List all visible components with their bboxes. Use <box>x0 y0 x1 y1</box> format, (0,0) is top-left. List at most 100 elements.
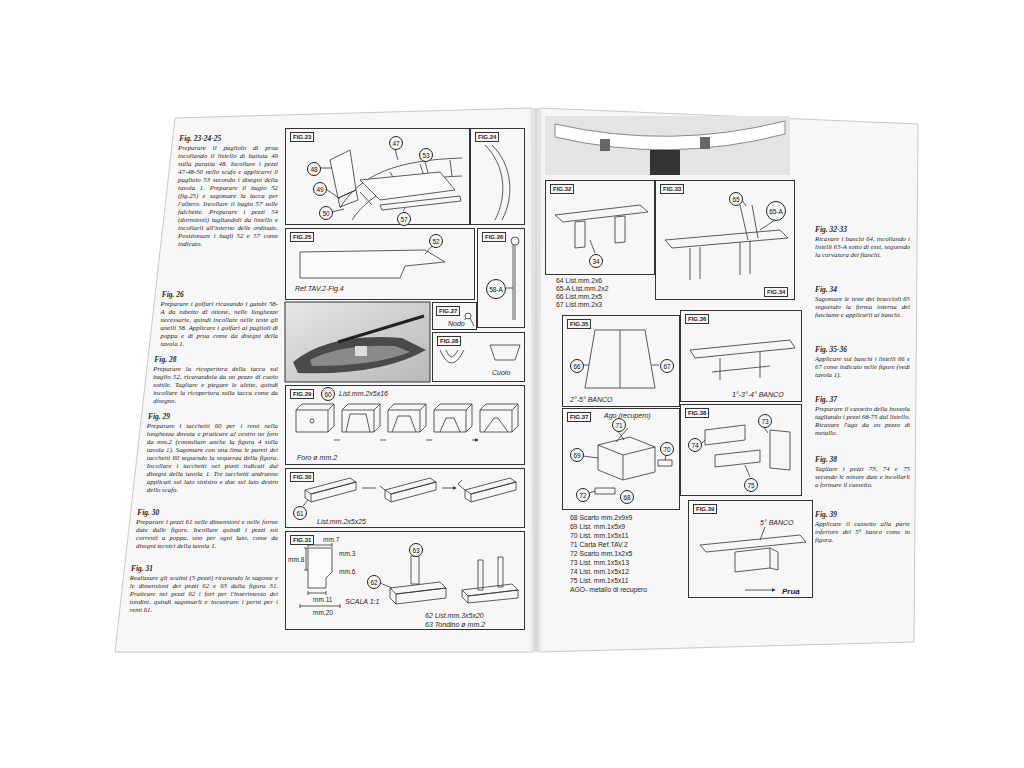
part-sketches <box>665 230 788 248</box>
section-heading: Fig. 28 <box>154 355 176 364</box>
boat-photo-right <box>700 137 710 149</box>
callout-number: 75 <box>744 478 758 492</box>
callout-number: 57 <box>397 212 411 226</box>
callout-number: 52 <box>429 234 443 248</box>
section-heading: Fig. 37 <box>815 395 837 404</box>
figure-panel: FIG.27Nodo <box>432 302 477 330</box>
part-sketches <box>380 196 461 210</box>
instruction-text: Applicare il cassetto alla parte inferio… <box>815 520 910 544</box>
figure-panel: FIG.25Ref.TAV.2-Fig.452 <box>285 228 475 300</box>
dimension-label: mm.11 <box>312 596 333 603</box>
figure-panel: FIG.30List.mm.2x5x2561 <box>285 468 525 528</box>
figure-caption: Ref.TAV.2-Fig.4 <box>294 285 345 293</box>
boat-photo-right <box>545 116 790 175</box>
callout-number: 34 <box>589 254 603 268</box>
instruction-text: Preparare i tacchetti 60 per i remi nell… <box>147 422 278 494</box>
figure-caption: SCALA 1:1 <box>344 598 380 606</box>
callout-text: 63 <box>412 547 419 554</box>
figure-caption: Cuoio <box>491 369 511 377</box>
callout-number: 50 <box>319 206 333 220</box>
instruction-text: Preparare i pezzi 61 nelle dimensioni e … <box>136 518 278 550</box>
parts-list-line: 72 Scarto mm.1x2x5 <box>570 550 632 558</box>
instruction-text: Preparare i golfari ricavando i gambi 58… <box>161 300 278 348</box>
part-sketches <box>320 149 428 212</box>
callout-number: 62 <box>367 575 381 589</box>
figure-panel: FIG.23475348495057 <box>285 128 470 225</box>
part-sketches <box>740 205 758 240</box>
instruction-text: Preparare la ricopertura della tacca sul… <box>153 365 278 405</box>
instruction-text: Realizzare gli scalmi (5 pezzi) ricavand… <box>130 574 278 614</box>
boat-photo-left <box>338 316 424 342</box>
instruction-text: Preparare il pagliolo di prua incollando… <box>178 144 278 248</box>
figure-panel: FIG.352°-5° BANCO6667 <box>562 315 680 407</box>
instruction-text: Applicare sui banchi i listelli 66 e 67 … <box>815 355 910 379</box>
boat-photo-right <box>600 139 610 151</box>
callout-text: 57 <box>400 216 407 223</box>
figure-caption: 62 List.mm.3x5x20 <box>424 612 485 620</box>
parts-list-line: 64 List.mm.2x6 <box>556 277 602 285</box>
part-sketches <box>342 404 380 432</box>
callout-text: 68 <box>623 494 630 501</box>
part-sketches <box>480 404 518 432</box>
booklet-pages <box>115 108 918 652</box>
part-sketches <box>598 437 655 480</box>
boat-photo-left <box>310 346 410 366</box>
figure-label: FIG.39 <box>693 504 717 514</box>
figure-label: FIG.27 <box>436 306 460 316</box>
callout-number: 67 <box>660 359 674 373</box>
part-sketches <box>583 455 666 493</box>
callout-text: 69 <box>573 452 580 459</box>
part-sketches <box>338 190 358 207</box>
part-sketches <box>490 345 520 360</box>
part-sketches <box>585 330 655 388</box>
callout-number: 68 <box>620 490 634 504</box>
callout-number: 74 <box>688 438 702 452</box>
part-sketches <box>411 556 419 584</box>
callout-number: 49 <box>313 182 327 196</box>
boat-photo-right <box>650 150 680 175</box>
callout-text: 67 <box>663 363 670 370</box>
instruction-text: Sagomare le teste dei braccioli 65 segue… <box>815 295 910 319</box>
part-sketches <box>712 352 770 380</box>
figure-label: FIG.35 <box>567 319 591 329</box>
parts-list-line: 65-A List.mm.2x2 <box>556 285 609 293</box>
figure-panel: FIG.33FIG.346565-A <box>655 180 795 300</box>
dimension-label: mm.8 <box>287 556 305 563</box>
part-sketches <box>555 205 648 222</box>
part-sketches <box>360 172 455 200</box>
callout-text: 72 <box>579 492 586 499</box>
figure-caption: 1°-3°-4° BANCO <box>731 391 785 399</box>
part-sketches <box>590 240 595 253</box>
callout-text: 58-A <box>489 286 503 293</box>
parts-list-line: 70 List. mm.1x5x11 <box>570 532 628 540</box>
part-sketches <box>300 250 445 278</box>
callout-number: 72 <box>576 488 590 502</box>
figure-label: FIG.23 <box>290 132 314 142</box>
section-heading: Fig. 39 <box>815 510 837 519</box>
callout-number: 63 <box>409 543 423 557</box>
figure-panel: FIG.28Cuoio <box>432 332 525 382</box>
part-sketches <box>583 365 659 366</box>
callout-text: 34 <box>592 258 599 265</box>
dimension-label: mm.7 <box>322 536 340 543</box>
figure-panel: FIG.361°-3°-4° BANCO <box>680 310 802 402</box>
callout-text: 70 <box>663 446 670 453</box>
figure-panel: FIG.37Ago (recupero)7169707268 <box>562 408 680 510</box>
callout-number: 47 <box>389 136 403 150</box>
parts-list-line: 67 List.mm.2x3 <box>556 301 602 309</box>
part-sketches <box>690 241 750 280</box>
dimension-label: mm.6 <box>338 568 356 575</box>
part-sketches <box>595 460 672 494</box>
part-sketches <box>440 350 464 363</box>
part-sketches <box>300 604 340 608</box>
callout-text: 49 <box>316 186 323 193</box>
section-heading: Fig. 38 <box>815 455 837 464</box>
callout-number: 53 <box>419 148 433 162</box>
figure-caption: 2°-5° BANCO <box>569 396 614 404</box>
part-sketches <box>334 440 478 441</box>
booklet-pages <box>115 108 534 652</box>
callout-text: 65-A <box>769 208 783 215</box>
callout-text: 50 <box>322 210 329 217</box>
figure-panel: FIG.2658-A <box>477 228 525 328</box>
callout-number: 73 <box>758 414 772 428</box>
